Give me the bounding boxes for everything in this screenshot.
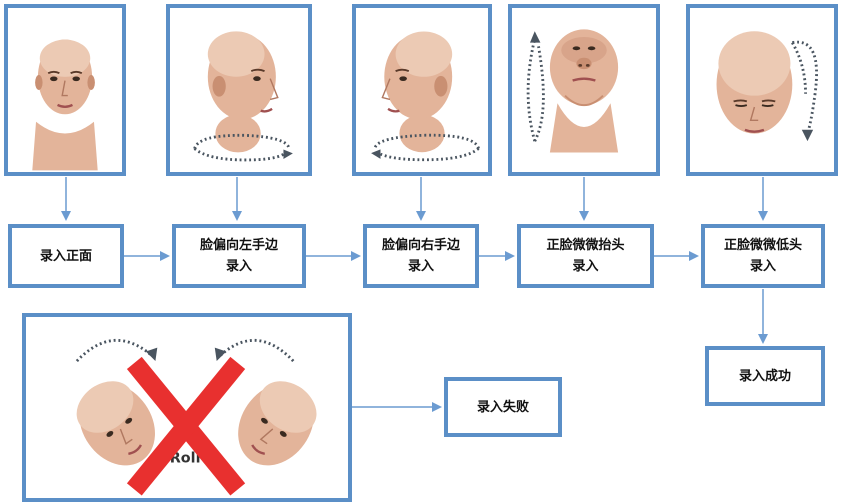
face-tilt-up-illustration [526, 29, 619, 153]
step-up-line2: 录入 [572, 259, 599, 274]
success-label: 录入成功 [738, 368, 791, 384]
face-front-photo [4, 4, 126, 176]
step-down-line2: 录入 [749, 259, 776, 274]
step-left-line1: 脸偏向左手边 [199, 238, 278, 253]
step-front-line1: 录入正面 [39, 248, 92, 264]
step-capture-front: 录入正面 [8, 224, 124, 288]
roll-rejected-photo: Roll [22, 313, 352, 502]
tilt-down-dotted-arrow [792, 40, 818, 135]
turn-left-dotted-arrow [193, 133, 291, 150]
tilt-up-dotted-arrow [526, 38, 537, 142]
turn-right-dotted-arrow [373, 133, 480, 150]
face-turn-left-photo [166, 4, 312, 176]
result-success: 录入成功 [705, 346, 825, 406]
face-turn-left-illustration [193, 31, 293, 162]
face-tilt-down-photo [686, 4, 838, 176]
face-tilt-down-illustration [716, 31, 818, 142]
failure-label: 录入失败 [476, 399, 529, 415]
result-failure: 录入失败 [444, 377, 562, 437]
step-down-line1: 正脸微微低头 [723, 238, 802, 253]
roll-rejected-illustration: Roll [75, 339, 317, 496]
step-right-line2: 录入 [407, 259, 434, 274]
face-turn-right-illustration [371, 31, 480, 162]
step-up-line1: 正脸微微抬头 [546, 238, 625, 253]
face-turn-right-photo [352, 4, 492, 176]
red-cross-icon [126, 356, 246, 496]
step-capture-tilt-down: 正脸微微低头 录入 [701, 224, 825, 288]
roll-right-dotted-arrow [219, 339, 295, 363]
face-tilt-up-photo [508, 4, 660, 176]
roll-left-dotted-arrow [75, 339, 153, 363]
step-right-line1: 脸偏向右手边 [381, 238, 460, 253]
roll-label: Roll [170, 451, 201, 467]
step-capture-turn-right: 脸偏向右手边 录入 [363, 224, 479, 288]
step-left-line2: 录入 [225, 259, 252, 274]
face-front-illustration [32, 39, 98, 171]
step-capture-tilt-up: 正脸微微抬头 录入 [517, 224, 654, 288]
step-capture-turn-left: 脸偏向左手边 录入 [172, 224, 306, 288]
